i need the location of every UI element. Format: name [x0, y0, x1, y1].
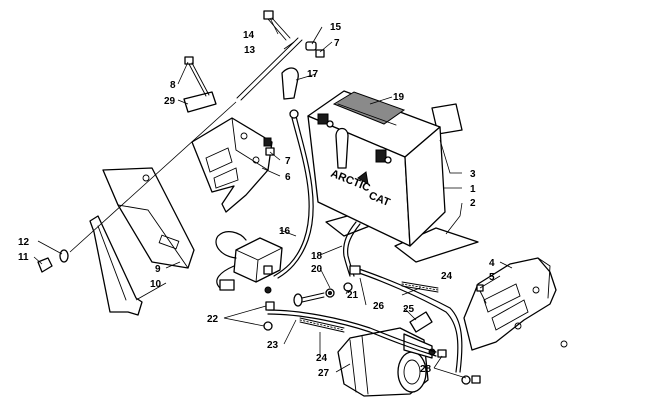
- callout-24-lower: 24: [316, 353, 328, 364]
- part-7-nut-top: [315, 49, 325, 58]
- part-8-bolt: [184, 56, 210, 97]
- part-7-nut-lower: [265, 147, 275, 156]
- callout-3: 3: [470, 169, 476, 180]
- part-13-rod: [236, 37, 303, 101]
- callout-13: 13: [244, 45, 256, 56]
- callout-25: 25: [403, 304, 415, 315]
- callout-20: 20: [311, 264, 323, 275]
- part-12-washer: [59, 249, 69, 263]
- part-25-boot: [409, 311, 433, 333]
- callout-5: 5: [489, 272, 495, 283]
- part-17-terminal-boot: [281, 67, 299, 100]
- callout-8: 8: [170, 80, 176, 91]
- callout-18: 18: [311, 251, 323, 262]
- callout-1: 1: [470, 184, 476, 195]
- callout-15: 15: [330, 22, 342, 33]
- callout-22: 22: [207, 314, 219, 325]
- part-28-nuts: [437, 349, 481, 385]
- callout-7-top: 7: [334, 38, 340, 49]
- part-24-tubing-upper: [401, 281, 439, 293]
- part-26-cable: [349, 265, 463, 373]
- callout-9: 9: [155, 264, 161, 275]
- leader-lines: [33, 17, 513, 379]
- part-14-bolt: [263, 10, 291, 41]
- part-29-pad: [183, 91, 217, 113]
- callout-19: 19: [393, 92, 405, 103]
- callout-16: 16: [279, 226, 291, 237]
- callout-21: 21: [347, 290, 359, 301]
- part-11-nut: [37, 257, 53, 273]
- callout-14: 14: [243, 30, 255, 41]
- part-21-washer: [325, 282, 353, 298]
- callout-12: 12: [18, 237, 30, 248]
- callout-23: 23: [267, 340, 279, 351]
- callout-4: 4: [489, 258, 495, 269]
- callout-10: 10: [150, 279, 162, 290]
- callout-24-upper: 24: [441, 271, 453, 282]
- starter-solenoid: [215, 231, 283, 294]
- callout-2: 2: [470, 198, 476, 209]
- part-10-support-bracket: [89, 215, 143, 316]
- callout-29: 29: [164, 96, 176, 107]
- part-9-mounting-plate: [102, 167, 195, 269]
- callout-7-lower: 7: [285, 156, 291, 167]
- callout-27: 27: [318, 368, 330, 379]
- part-1-battery: [307, 90, 446, 247]
- callout-28: 28: [420, 364, 432, 375]
- battery-logo-emblem: [357, 171, 369, 185]
- part-15-cap: [305, 41, 317, 51]
- part-6-battery-bracket: [191, 117, 273, 213]
- part-20-bolt: [293, 292, 325, 307]
- part-16-cable: [273, 109, 314, 279]
- callout-11: 11: [18, 252, 29, 263]
- part-23-cable: [267, 309, 437, 357]
- part-4-starter-bracket: [463, 257, 568, 351]
- callout-6: 6: [285, 172, 291, 183]
- callout-26: 26: [373, 301, 385, 312]
- callout-17: 17: [307, 69, 319, 80]
- part-24-tubing-lower: [299, 317, 345, 333]
